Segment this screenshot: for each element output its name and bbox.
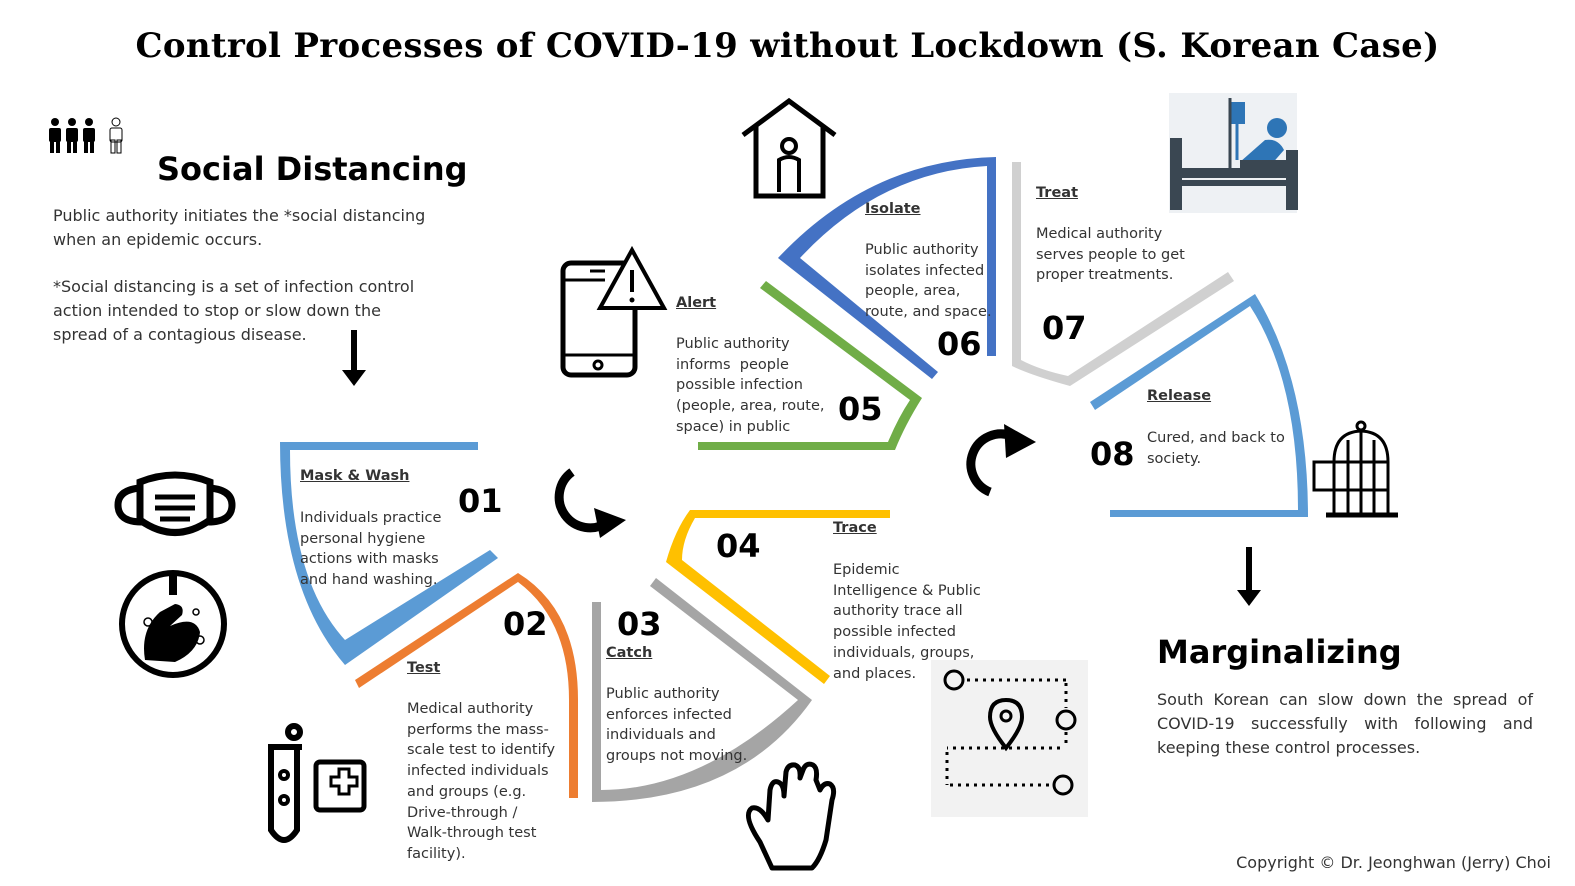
hand-wash-icon (119, 570, 227, 678)
step-08-petal (1090, 294, 1308, 517)
social-distancing-line: action intended to stop or slow down the (53, 301, 381, 320)
step-02-line: performs the mass- (407, 721, 549, 738)
step-03-line: Public authority (606, 686, 720, 702)
step-02-line: infected individuals (407, 763, 549, 780)
step-08-title: Release (1147, 388, 1212, 404)
step-01-line: and hand washing. (300, 572, 438, 589)
step-05-number: 05 (838, 390, 883, 428)
step-06-line: isolates infected (865, 262, 985, 279)
step-06-petal (778, 157, 996, 379)
step-03-petal (592, 578, 812, 802)
step-07-line: proper treatments. (1036, 267, 1174, 284)
step-04-line: and places. (833, 665, 917, 682)
step-06-title: Isolate (865, 201, 921, 217)
step-02-line: facility). (407, 845, 466, 862)
bird-cage-icon (1312, 420, 1398, 518)
step-06-description: Public authority isolates infected peopl… (865, 240, 992, 323)
step-07-petal (1012, 162, 1234, 386)
circular-arrow-icon-left (554, 468, 626, 538)
step-02-description: Medical authority performs the mass- sca… (407, 699, 555, 865)
stop-hand-icon (745, 761, 837, 871)
face-mask-icon (114, 471, 236, 536)
page-title: Control Processes of COVID-19 without Lo… (135, 26, 1440, 66)
step-02-line: and groups (e.g. (407, 783, 527, 800)
home-isolation-icon (741, 97, 837, 199)
step-08-description: Cured, and back to society. (1147, 428, 1285, 469)
step-02-line: Drive-through / (407, 804, 518, 821)
marginalizing-text: South Korean can slow down the spread of… (1157, 690, 1533, 757)
step-02-line: scale test to identify (407, 742, 556, 759)
step-03-number: 03 (617, 605, 662, 643)
step-04-line: Epidemic (833, 562, 900, 578)
step-03-line: groups not moving. (606, 748, 748, 765)
phone-alert-icon (560, 245, 668, 378)
step-06-line: Public authority (865, 242, 979, 258)
copyright-notice: Copyright © Dr. Jeonghwan (Jerry) Choi (1236, 853, 1551, 872)
step-04-description: Epidemic Intelligence & Public authority… (833, 560, 981, 684)
step-04-title: Trace (833, 520, 877, 536)
social-distancing-text: Public authority initiates the *social d… (53, 204, 453, 347)
step-02-number: 02 (503, 605, 548, 643)
social-distancing-line: spread of a contagious disease. (53, 325, 307, 344)
step-07-description: Medical authority serves people to get p… (1036, 224, 1185, 286)
step-07-line: serves people to get (1036, 246, 1185, 263)
step-07-line: Medical authority (1036, 226, 1163, 242)
step-02-title: Test (407, 660, 441, 676)
step-04-line: possible infected (833, 624, 957, 641)
circular-arrow-icon-right (966, 424, 1036, 497)
test-tube-icon (268, 723, 303, 843)
step-06-line: route, and space. (865, 304, 992, 321)
hospital-bed-icon (1169, 93, 1298, 213)
social-distancing-line: when an epidemic occurs. (53, 230, 263, 249)
step-01-line: Individuals practice (300, 510, 442, 526)
people-icon (49, 117, 123, 154)
step-01-title: Mask & Wash (300, 468, 410, 484)
step-04-petal (666, 510, 890, 684)
step-01-line: actions with masks (300, 551, 439, 568)
step-07-number: 07 (1042, 309, 1087, 347)
step-03-title: Catch (606, 645, 653, 661)
step-05-line: Public authority (676, 336, 790, 352)
step-06-number: 06 (937, 325, 982, 363)
step-01-line: personal hygiene (300, 530, 426, 547)
step-03-line: enforces infected (606, 706, 732, 723)
step-08-line: society. (1147, 450, 1202, 467)
marginalizing-heading: Marginalizing (1157, 633, 1402, 671)
step-07-title: Treat (1036, 185, 1078, 201)
step-03-description: Public authority enforces infected indiv… (606, 684, 747, 767)
step-05-line: possible infection (676, 377, 803, 394)
step-05-description: Public authority informs people possible… (676, 334, 825, 438)
down-arrow-icon-left (342, 330, 366, 386)
step-04-line: Intelligence & Public (833, 582, 981, 599)
down-arrow-icon-right (1237, 547, 1261, 606)
step-04-line: individuals, groups, (833, 644, 975, 661)
step-02-line: Walk-through test (407, 825, 537, 842)
step-03-line: individuals and (606, 727, 716, 744)
step-05-line: space) in public (676, 418, 791, 435)
step-05-title: Alert (676, 295, 717, 311)
step-04-line: authority trace all (833, 603, 963, 620)
step-02-line: Medical authority (407, 701, 534, 717)
step-08-number: 08 (1090, 435, 1135, 473)
step-08-line: Cured, and back to (1147, 430, 1285, 446)
step-04-number: 04 (716, 527, 761, 565)
step-01-number: 01 (458, 482, 503, 520)
social-distancing-heading: Social Distancing (157, 150, 468, 188)
step-01-description: Individuals practice personal hygiene ac… (300, 508, 441, 591)
social-distancing-line: *Social distancing is a set of infection… (53, 277, 415, 296)
location-route-icon (931, 660, 1088, 817)
step-06-line: people, area, (865, 283, 961, 300)
social-distancing-line: Public authority initiates the *social d… (53, 206, 426, 225)
step-01-petal (280, 442, 498, 665)
step-05-line: (people, area, route, (676, 398, 825, 415)
medical-kit-icon (313, 759, 367, 813)
step-05-petal (698, 281, 922, 450)
step-05-line: informs people (676, 356, 789, 373)
